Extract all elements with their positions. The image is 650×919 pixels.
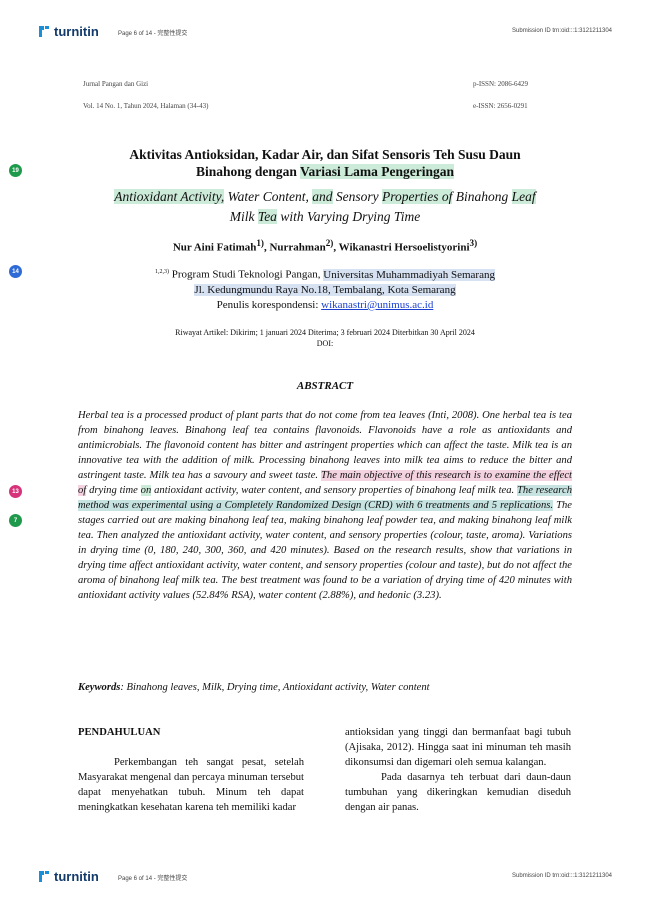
journal-eissn: e-ISSN: 2656-0291 [473,102,528,110]
body-paragraph: Perkembangan teh sangat pesat, setelah M… [78,757,304,813]
en-title-part: Milk [229,209,258,224]
author-sup: 1) [256,238,264,248]
turnitin-logo-text: turnitin [54,24,99,39]
article-title: Aktivitas Antioksidan, Kadar Air, dan Si… [78,146,572,180]
section-heading: PENDAHULUAN [78,727,161,738]
en-title-part: Water Content, [224,189,313,204]
en-title-part: and [312,189,333,204]
author-sup: 2) [325,238,334,248]
doi-label: DOI: [316,339,334,348]
turnitin-logo-icon [39,25,49,37]
title-line-2: Binahong dengan Variasi Lama Pengeringan [78,163,572,180]
keywords-label: Keywords [78,682,121,693]
page-indicator: Page 6 of 14 - 完整性提交 [118,876,188,882]
affiliation: 1,2,3) Program Studi Teknologi Pangan, U… [78,265,572,313]
body-column-right: antioksidan yang tinggi dan bermanfaat b… [345,725,571,815]
article-history: Riwayat Artikel: Dikirim; 1 januari 2024… [78,327,572,349]
en-title-part: Sensory [332,189,383,204]
turnitin-logo: turnitin [38,869,99,884]
english-title: Antioxidant Activity, Water Content, and… [78,187,572,227]
journal-issue: Vol. 14 No. 1, Tahun 2024, Halaman (34-4… [83,102,209,110]
en-title-part: with Varying Drying Time [276,209,421,224]
turnitin-logo-icon [39,870,49,882]
affiliation-highlight: Jl. Kedungmundu Raya No.18 [194,283,328,296]
abstract-highlight: on [140,485,152,496]
affiliation-text: Program Studi Teknologi Pangan, [169,268,324,281]
affiliation-highlight: Universitas Muhammadiyah Semarang [323,268,495,281]
en-title-part: Tea [257,209,277,224]
body-paragraph: antioksidan yang tinggi dan bermanfaat b… [345,727,571,768]
journal-name: Jurnal Pangan dan Gizi [83,80,149,88]
body-paragraph: Pada dasarnya teh terbuat dari daun-daun… [345,772,571,813]
body-column-left: PENDAHULUAN Perkembangan teh sangat pesa… [78,725,304,815]
title-line-1: Aktivitas Antioksidan, Kadar Air, dan Si… [129,147,521,162]
author-name: , Wikanastri Hersoelistyorini [333,241,470,254]
page-indicator: Page 6 of 14 - 完整性提交 [118,31,188,37]
title-highlight: Variasi Lama Pengeringan [300,164,455,179]
affiliation-highlight: , Tembalang, Kota Semarang [327,283,456,296]
en-title-part: Antioxidant Activity, [114,189,225,204]
turnitin-logo-text: turnitin [54,869,99,884]
english-title-line-1: Antioxidant Activity, Water Content, and… [78,187,572,207]
correspondence-email-link[interactable]: wikanastri@unimus.ac.id [321,298,434,311]
abstract-text: The stages carried out are making binaho… [78,500,572,601]
en-title-part: Binahong [452,189,512,204]
abstract-text: Herbal tea is a processed product of pla… [78,410,572,481]
english-title-line-2: Milk Tea with Varying Drying Time [78,207,572,227]
affiliation-line-3: Penulis korespondensi: wikanastri@unimus… [78,298,572,313]
abstract-body: Herbal tea is a processed product of pla… [78,408,573,603]
turnitin-footer: turnitin Page 6 of 14 - 完整性提交 Submission… [0,869,650,891]
author-name: , Nurrahman [263,241,326,254]
affiliation-sup: 1,2,3) [155,269,170,275]
keywords-text: : Binahong leaves, Milk, Drying time, An… [120,682,430,693]
author-name: Nur Aini Fatimah [172,241,257,254]
correspondence-label: Penulis korespondensi: [216,298,322,311]
abstract-heading: ABSTRACT [296,380,354,392]
en-title-part: Properties of [382,189,453,204]
submission-id: Submission ID trn:oid:::1:3121211304 [512,873,612,879]
author-sup: 3) [469,238,478,248]
author-list: Nur Aini Fatimah1), Nurrahman2), Wikanas… [78,238,572,254]
keywords: Keywords: Binahong leaves, Milk, Drying … [78,682,572,693]
journal-pissn: p-ISSN: 2086-6429 [473,80,529,88]
affiliation-line-1: 1,2,3) Program Studi Teknologi Pangan, U… [78,265,572,283]
turnitin-header: turnitin Page 6 of 14 - 完整性提交 Submission… [0,24,650,46]
en-title-part: Leaf [511,189,536,204]
abstract-text: antioxidant activity, water content, and… [151,485,517,496]
submission-id: Submission ID trn:oid:::1:3121211304 [512,28,612,34]
abstract-text: drying time [86,485,141,496]
affiliation-line-2: Jl. Kedungmundu Raya No.18, Tembalang, K… [78,283,572,298]
match-badge-13[interactable]: 13 [9,485,22,498]
match-badge-7[interactable]: 7 [9,514,22,527]
match-badge-14[interactable]: 14 [9,265,22,278]
match-badge-19[interactable]: 19 [9,164,22,177]
history-dates: Riwayat Artikel: Dikirim; 1 januari 2024… [175,328,475,337]
title-text: Binahong dengan [195,164,301,179]
turnitin-logo: turnitin [38,24,99,39]
